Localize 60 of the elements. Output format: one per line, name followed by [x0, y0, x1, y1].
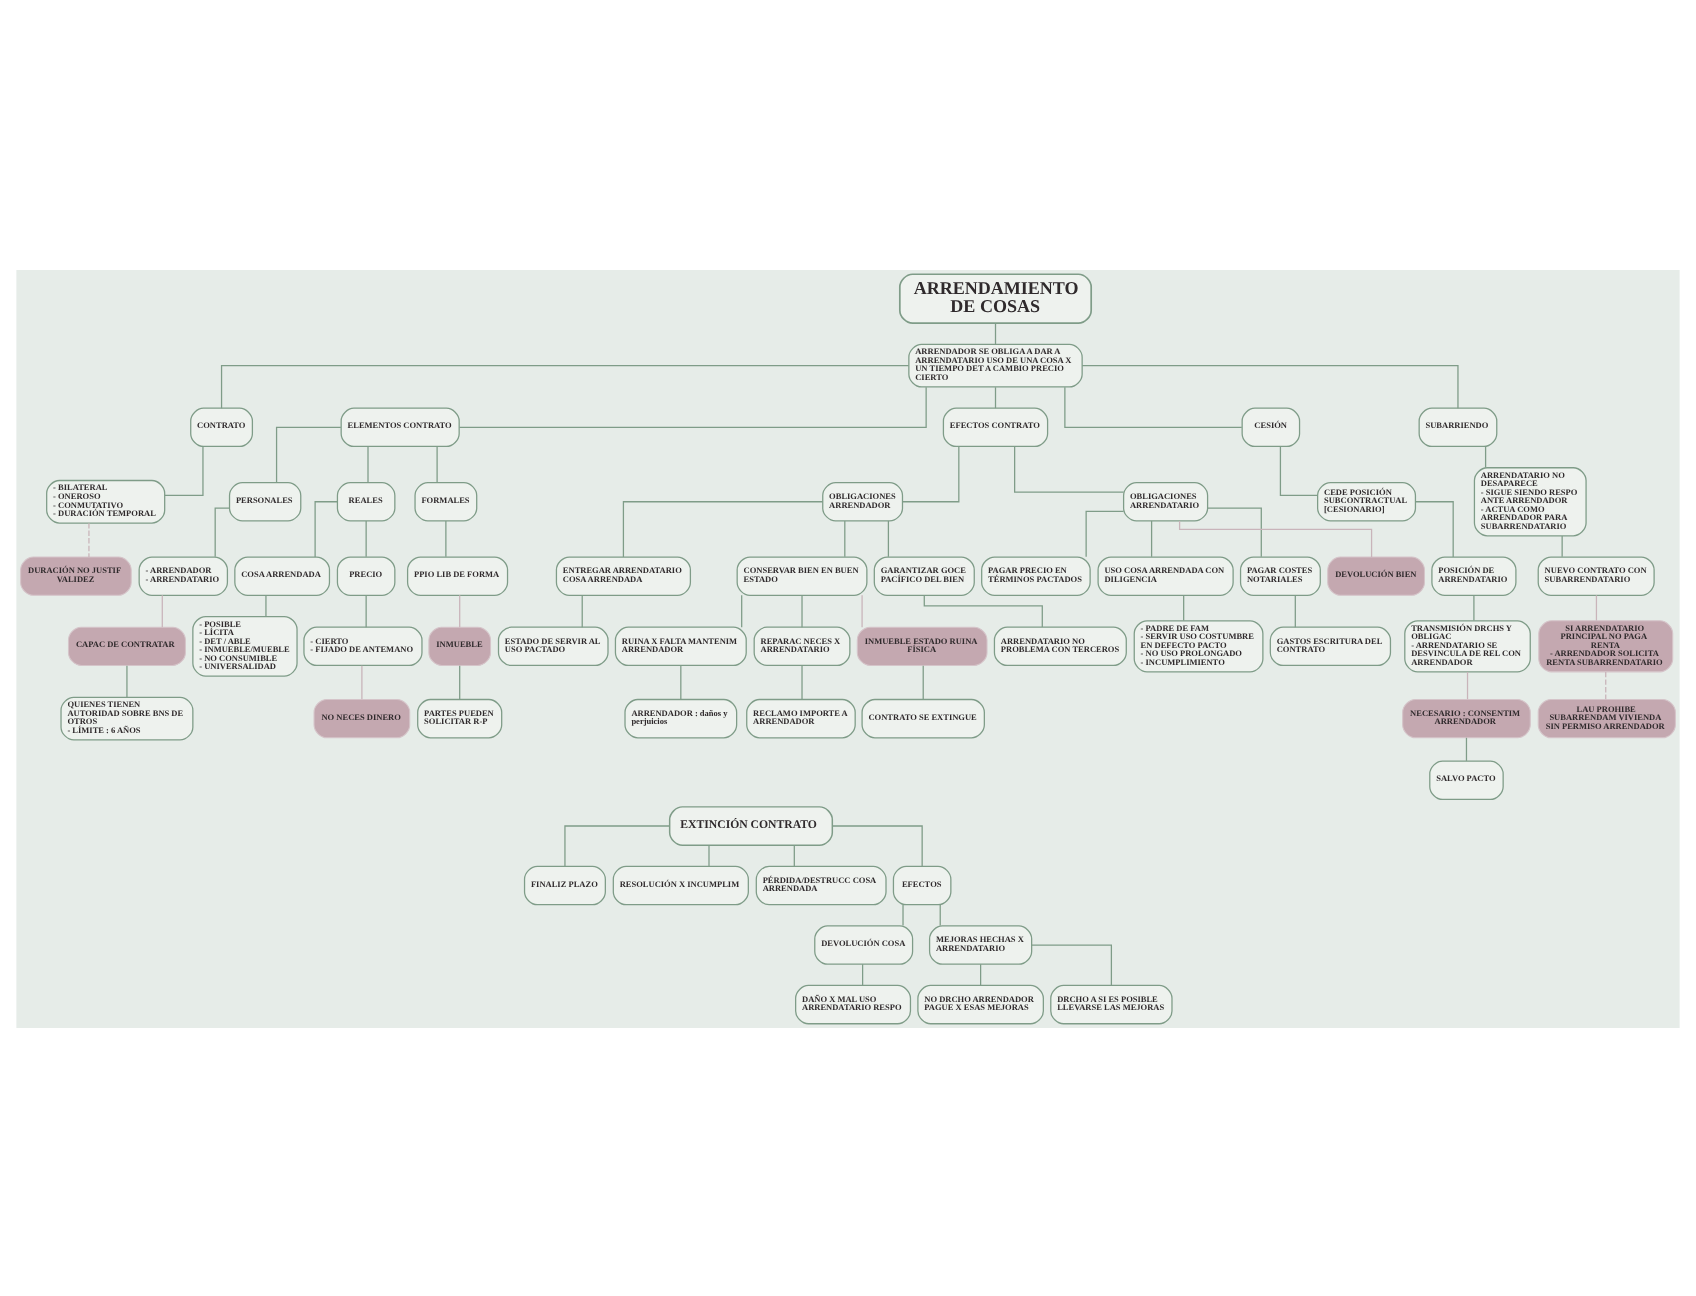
- connector: [1031, 943, 1113, 986]
- connector: [445, 519, 447, 557]
- connector: [862, 962, 864, 985]
- node-box: ARRENDAMIENTO DE COSAS: [899, 272, 1093, 323]
- connector: [265, 593, 267, 616]
- connector: [220, 364, 910, 408]
- connector: [365, 593, 367, 627]
- connector: [1081, 364, 1459, 408]
- connector: [459, 593, 461, 627]
- connector: [901, 444, 960, 502]
- connector: [581, 593, 583, 627]
- connector: [459, 664, 461, 699]
- connector: [1473, 593, 1475, 621]
- connector: [861, 593, 863, 627]
- connector: [741, 593, 743, 627]
- connector: [436, 444, 438, 483]
- connector: [887, 519, 890, 557]
- connector: [1595, 593, 1598, 621]
- connector: [1294, 593, 1296, 627]
- connector: [361, 664, 363, 699]
- connector: [939, 903, 941, 926]
- connector: [1605, 670, 1607, 699]
- connector: [1466, 670, 1469, 699]
- connector: [923, 593, 1043, 627]
- connector: [1085, 509, 1125, 557]
- connector: [980, 962, 982, 985]
- connector: [458, 385, 927, 427]
- connector: [922, 664, 924, 699]
- connector: [1465, 736, 1468, 761]
- connector: [314, 500, 338, 557]
- connector: [793, 843, 795, 866]
- connector: [994, 321, 997, 344]
- connector: [1279, 445, 1319, 495]
- connector: [367, 444, 369, 483]
- connector: [1150, 519, 1153, 557]
- connector: [902, 903, 904, 926]
- connector: [1064, 385, 1243, 427]
- connector: [708, 843, 710, 866]
- connector: [1484, 444, 1487, 468]
- connector: [831, 824, 923, 866]
- connector: [1183, 593, 1185, 621]
- connector: [1415, 500, 1454, 557]
- connector: [275, 425, 342, 483]
- connector: [214, 506, 230, 557]
- connector: [126, 664, 128, 697]
- connector: [680, 664, 682, 699]
- connector: [564, 824, 671, 866]
- connector: [801, 593, 803, 627]
- connector: [1178, 519, 1373, 557]
- connector: [994, 385, 997, 408]
- connector: [365, 519, 367, 557]
- connector: [161, 593, 163, 627]
- connector: [844, 519, 846, 557]
- connector: [622, 500, 824, 557]
- connector: [801, 664, 803, 699]
- connector: [1561, 534, 1563, 557]
- connector: [88, 521, 90, 557]
- connector: [164, 445, 204, 495]
- connector: [1014, 445, 1125, 492]
- connector: [1207, 506, 1262, 557]
